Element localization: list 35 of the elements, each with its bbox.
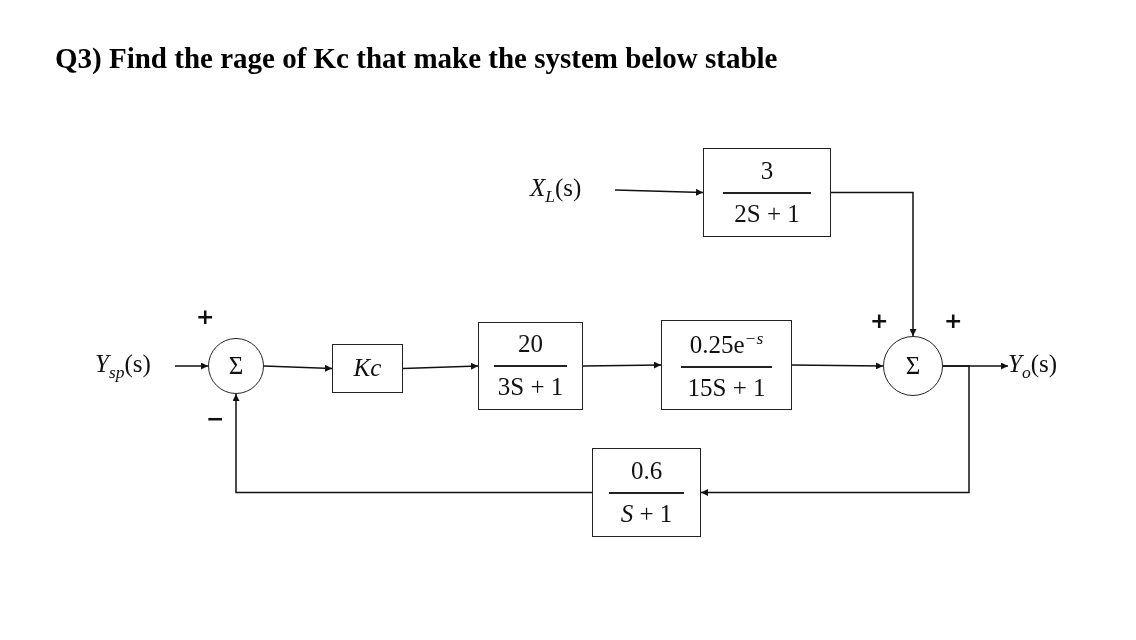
arrow	[232, 393, 593, 494]
arrow	[791, 362, 884, 370]
arrow	[582, 361, 662, 369]
arrow	[830, 191, 917, 337]
sigma-symbol: Σ	[905, 351, 921, 381]
sign-label: +	[870, 310, 889, 332]
math-text: X$_{L}$(s)	[530, 173, 582, 207]
denominator: S + 1	[620, 499, 673, 529]
sign-label: −	[206, 408, 225, 430]
numerator: 0.6	[630, 456, 663, 486]
transfer-function-block	[332, 344, 403, 393]
math-text: Kc	[353, 354, 382, 383]
transfer-function-block	[592, 448, 701, 537]
arrow	[402, 362, 479, 370]
numerator: 3	[760, 156, 774, 186]
transfer-function-block	[661, 320, 792, 410]
numerator: 0.25e$^{−s}$	[689, 327, 764, 360]
arrow	[700, 365, 970, 496]
denominator: 15S + 1	[687, 373, 766, 403]
math-text: Y$_{sp}$(s)	[95, 349, 151, 383]
summing-junction	[883, 336, 943, 396]
sign-label: +	[196, 306, 215, 328]
arrow	[174, 362, 209, 370]
question-title: Q3) Find the rage of Kc that make the system below stable	[55, 42, 778, 75]
numerator: 20	[518, 330, 543, 359]
denominator: 3S + 1	[497, 373, 564, 402]
arrow	[263, 364, 333, 372]
transfer-function-block	[478, 322, 583, 410]
arrow	[614, 188, 704, 196]
denominator: 2S + 1	[734, 199, 800, 229]
summing-junction	[208, 338, 264, 394]
sigma-symbol: Σ	[228, 351, 244, 381]
math-text: Y$_{o}$(s)	[1008, 349, 1058, 383]
sign-label: +	[944, 310, 963, 332]
transfer-function-block	[703, 148, 831, 237]
